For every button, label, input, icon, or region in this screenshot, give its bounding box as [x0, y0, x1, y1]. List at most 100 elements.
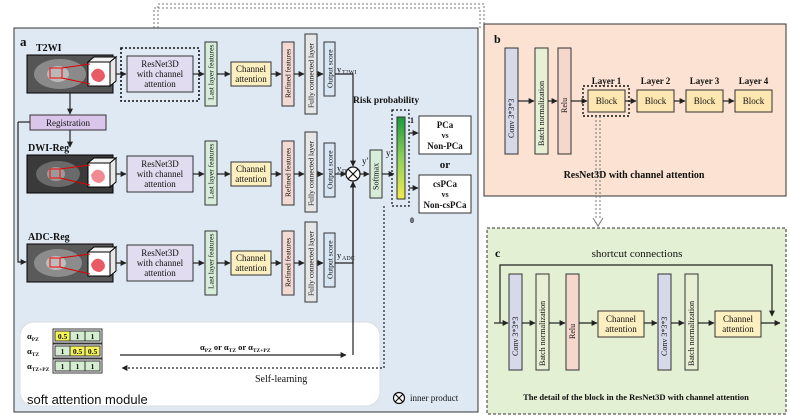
inner-product-legend-label: inner product [410, 393, 459, 403]
pipeline-row-adc: Last layer features Channel attention Re… [193, 221, 336, 303]
svg-text:y: y [337, 163, 342, 173]
svg-text:Last layer features: Last layer features [207, 144, 216, 199]
c-conv2-label: Conv 3*3*3 [660, 317, 669, 356]
c-bn2-bar [684, 273, 699, 371]
channel-attention-box-t2wi [230, 61, 272, 87]
modality-title-dwi: DWI-Reg [28, 143, 69, 154]
risk-top-label: 1 [410, 116, 414, 125]
c-channel-attention-2 [714, 310, 762, 338]
c-ca1-line1: Channel [606, 314, 636, 324]
layer-block-label-1: Block [596, 96, 618, 106]
y-adc-label: y ADC [337, 250, 355, 262]
channel-attention-box-adc [230, 250, 272, 276]
c-relu-label: Relu [568, 324, 577, 339]
svg-text:Output score: Output score [326, 49, 335, 88]
panel-c-label: c [495, 246, 501, 260]
svg-text:Channel: Channel [236, 164, 266, 174]
panel-c-caption: The detail of the block in the ResNet3D … [523, 392, 749, 402]
resnet-box-adc: ResNet3D with channel attention [126, 244, 194, 282]
alpha-cell-value: 1 [76, 362, 80, 371]
panel-b-label: b [494, 32, 501, 46]
svg-text:vs: vs [441, 190, 448, 199]
fc-bar-adc [304, 221, 318, 303]
fc-bar-dwi [304, 131, 318, 213]
alpha-caption: αPZ or αTZ or αTZ+PZ [200, 342, 271, 354]
pipeline-row-t2wi: Last layer features Channel attention Re… [193, 33, 336, 115]
svg-text:attention: attention [144, 179, 176, 189]
c-bn1-label: Batch normalization [538, 301, 547, 366]
layer-label-1: Layer 1 [592, 76, 622, 86]
alpha-row-frame [52, 328, 103, 344]
mri-image-adc [26, 243, 118, 283]
svg-text:with channel: with channel [137, 69, 184, 79]
resnet-box-dwi: ResNet3D with channel attention [126, 155, 194, 193]
svg-text:Last layer features: Last layer features [207, 45, 216, 100]
b-relu-label: Relu [560, 98, 569, 113]
alpha-row-frame [52, 358, 103, 374]
svg-text:Refined features: Refined features [284, 49, 293, 98]
layer-label-2: Layer 2 [641, 76, 671, 86]
svg-text:Fully connected layer: Fully connected layer [307, 43, 316, 108]
alpha-cell [84, 345, 101, 357]
c-ca2-line2: attention [722, 324, 754, 334]
svg-text:y: y [337, 250, 342, 260]
svg-text:with channel: with channel [137, 258, 184, 268]
output-bar-dwi [323, 142, 336, 198]
svg-text:Refined features: Refined features [284, 148, 293, 197]
alpha-cell-value: 1 [91, 362, 95, 371]
alpha-cell-value: 1 [91, 332, 95, 341]
alpha-cell-value: 0.5 [73, 347, 83, 356]
layer-block-4 [734, 89, 773, 113]
pipeline-row-dwi: Last layer features Channel attention Re… [193, 131, 336, 213]
c-conv2-bar [657, 273, 672, 371]
svg-text:Output score: Output score [326, 150, 335, 189]
risk-to-task-arrows [409, 130, 419, 191]
alpha-cell-value: 0.5 [58, 332, 68, 341]
b-conv-label: Conv 3*3*3 [507, 99, 516, 138]
output-bar-adc [323, 232, 336, 288]
c-conv1-bar [508, 273, 523, 371]
svg-text:attention: attention [235, 263, 267, 273]
or-label: or [440, 159, 451, 171]
b-to-c-connector [592, 116, 604, 227]
svg-text:T2WI: T2WI [342, 70, 356, 76]
resnet-box-t2wi: ResNet3D with channel attention [126, 55, 194, 93]
svg-text:Non-csPCa: Non-csPCa [424, 200, 467, 210]
alpha-cell-value: 1 [76, 332, 80, 341]
b-bn-label: Batch normalization [537, 81, 546, 146]
channel-attention-box-dwi [230, 161, 272, 187]
refined-bar-dwi [281, 140, 295, 206]
task-box-pca: PCa vs Non-PCa [418, 115, 472, 155]
svg-text:with channel: with channel [137, 169, 184, 179]
risk-bottom-label: 0 [410, 216, 414, 225]
svg-text:Fully connected layer: Fully connected layer [307, 141, 316, 206]
svg-text:PCa: PCa [437, 120, 454, 130]
layer-block-label-4: Block [743, 96, 765, 106]
layer-block-label-2: Block [645, 96, 667, 106]
risk-probability-bar [396, 116, 406, 200]
layer-block-label-3: Block [694, 96, 716, 106]
y-prime-label: y' [362, 156, 369, 166]
c-ca2-line1: Channel [723, 314, 753, 324]
svg-text:ResNet3D: ResNet3D [141, 159, 179, 169]
inner-product-node [345, 166, 361, 182]
svg-text:ResNet3D: ResNet3D [141, 59, 179, 69]
svg-text:attention: attention [235, 174, 267, 184]
attention-feedback-lines [120, 181, 385, 371]
y-output-label: y [386, 148, 391, 158]
layer-label-3: Layer 3 [690, 76, 720, 86]
last-layer-bar-dwi [204, 140, 218, 206]
alpha-cell [84, 330, 101, 342]
panel-b-caption: ResNet3D with channel attention [564, 170, 705, 181]
alpha-cell-value: 1 [61, 347, 65, 356]
svg-text:Channel: Channel [236, 64, 266, 74]
registration-flow [17, 93, 73, 265]
shortcut-label: shortcut connections [592, 248, 683, 260]
svg-text:Output score: Output score [326, 240, 335, 279]
soft-attention-module [19, 321, 381, 407]
c-ca1-line2: attention [605, 324, 637, 334]
alpha-row-label: αPZ [27, 331, 39, 343]
svg-text:Last layer features: Last layer features [207, 234, 216, 289]
